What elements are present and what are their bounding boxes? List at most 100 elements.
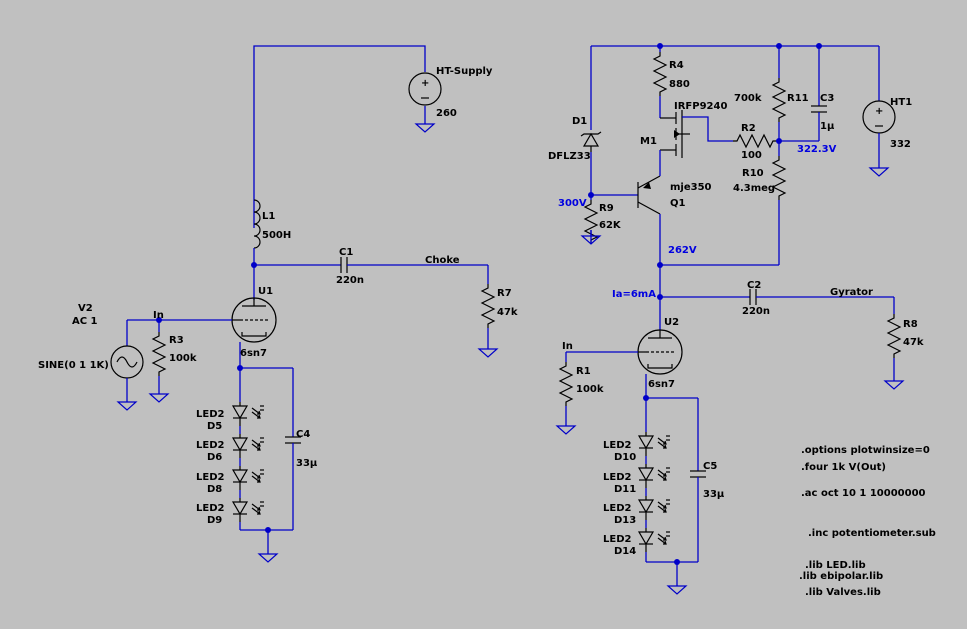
q1-label: Q1 [670, 198, 686, 209]
gyrator-net-label: Gyrator [830, 287, 873, 298]
d13-type: LED2 [603, 503, 632, 514]
d11-name: D11 [614, 484, 636, 495]
d6-type: LED2 [196, 440, 225, 451]
q1-value: mje350 [670, 182, 712, 193]
resistor-r8[interactable] [887, 313, 901, 359]
r8-value: 47k [903, 337, 924, 348]
resistor-r11[interactable] [772, 77, 786, 123]
r2-label: R2 [741, 123, 756, 134]
r9-value: 62K [599, 220, 622, 231]
svg-text:+: + [875, 106, 883, 117]
d9-name: D9 [207, 515, 222, 526]
d10-name: D10 [614, 452, 636, 463]
directive-four[interactable]: .four 1k V(Out) [801, 462, 886, 473]
m1-label: M1 [640, 136, 657, 147]
resistor-r2[interactable] [732, 134, 778, 148]
v2-ac: AC 1 [72, 316, 98, 327]
d9-type: LED2 [196, 503, 225, 514]
c3-value: 1µ [820, 121, 835, 132]
c4-label: C4 [296, 429, 310, 440]
d5-name: D5 [207, 421, 222, 432]
d6-name: D6 [207, 452, 222, 463]
led-d11[interactable] [638, 463, 671, 489]
r1-value: 100k [576, 384, 604, 395]
d1-label: D1 [572, 116, 587, 127]
c2-label: C2 [747, 280, 761, 291]
ht1-value: 332 [890, 139, 911, 150]
d10-type: LED2 [603, 440, 632, 451]
d13-name: D13 [614, 515, 636, 526]
ht-supply-label: HT-Supply [436, 66, 493, 77]
m1-value: IRFP9240 [674, 101, 727, 112]
u1-label: U1 [258, 286, 273, 297]
c1-value: 220n [336, 275, 364, 286]
node-ia: Ia=6mA [612, 289, 656, 300]
led-d5[interactable] [232, 401, 265, 427]
directive-lib-led[interactable]: .lib LED.lib [805, 560, 866, 571]
left-circuit: + HT-Supply 260 L1 500H C1 220n Choke R7… [38, 45, 518, 563]
led-d8[interactable] [232, 465, 265, 491]
r7-value: 47k [497, 307, 518, 318]
r11-value: 700k [734, 93, 762, 104]
svg-text:+: + [421, 78, 429, 89]
r4-value: 880 [669, 79, 690, 90]
triode-u2[interactable] [637, 329, 683, 375]
choke-net-label: Choke [425, 255, 460, 266]
r10-label: R10 [742, 168, 764, 179]
directive-ac[interactable]: .ac oct 10 1 10000000 [801, 488, 926, 499]
c5-value: 33µ [703, 489, 725, 500]
r9-label: R9 [599, 203, 614, 214]
directive-lib-valves[interactable]: .lib Valves.lib [805, 587, 881, 598]
resistor-r1[interactable] [559, 361, 573, 407]
led-d6[interactable] [232, 433, 265, 459]
r4-label: R4 [669, 60, 684, 71]
spice-directives: .options plotwinsize=0 .four 1k V(Out) .… [799, 445, 936, 598]
resistor-r4[interactable] [653, 51, 667, 97]
mosfet-m1[interactable] [660, 110, 690, 158]
r7-label: R7 [497, 288, 512, 299]
led-d14[interactable] [638, 527, 671, 553]
node-300v: 300V [558, 198, 587, 209]
c3-label: C3 [820, 93, 834, 104]
d8-type: LED2 [196, 472, 225, 483]
in2-label: In [562, 341, 573, 352]
directive-lib-ebipolar[interactable]: .lib ebipolar.lib [799, 571, 883, 582]
c2-value: 220n [742, 306, 770, 317]
r10-value: 4.3meg [733, 183, 775, 194]
l1-value: 500H [262, 230, 291, 241]
zener-d1[interactable] [580, 131, 602, 152]
resistor-r3[interactable] [152, 331, 166, 377]
v2-label: V2 [78, 303, 93, 314]
led-d9[interactable] [232, 497, 265, 523]
directive-inc[interactable]: .inc potentiometer.sub [808, 528, 936, 539]
d14-type: LED2 [603, 534, 632, 545]
transistor-q1[interactable] [637, 175, 661, 215]
sine-source-v2[interactable] [110, 345, 144, 379]
c4-value: 33µ [296, 458, 318, 469]
led-d10[interactable] [638, 431, 671, 457]
led-d13[interactable] [638, 495, 671, 521]
u2-value: 6sn7 [648, 379, 675, 390]
d1-value: DFLZ33 [548, 151, 591, 162]
capacitor-c1[interactable] [340, 257, 348, 273]
d11-type: LED2 [603, 472, 632, 483]
ht-supply-source[interactable]: + [408, 72, 442, 106]
r2-value: 100 [741, 150, 762, 161]
capacitor-c3[interactable] [811, 105, 827, 113]
capacitor-c2[interactable] [749, 289, 757, 305]
r3-value: 100k [169, 353, 197, 364]
r3-label: R3 [169, 335, 184, 346]
ht1-label: HT1 [890, 97, 912, 108]
r8-label: R8 [903, 319, 918, 330]
resistor-r7[interactable] [481, 283, 495, 329]
triode-u1[interactable] [231, 297, 277, 343]
c1-label: C1 [339, 247, 353, 258]
directive-options[interactable]: .options plotwinsize=0 [801, 445, 930, 456]
d14-name: D14 [614, 546, 636, 557]
r1-label: R1 [576, 366, 591, 377]
v2-sine: SINE(0 1 1K) [38, 360, 109, 371]
inductor-l1[interactable] [253, 199, 261, 249]
right-circuit: + HT1 332 D1 DFLZ33 300V R9 62K [548, 43, 924, 595]
c5-label: C5 [703, 461, 717, 472]
